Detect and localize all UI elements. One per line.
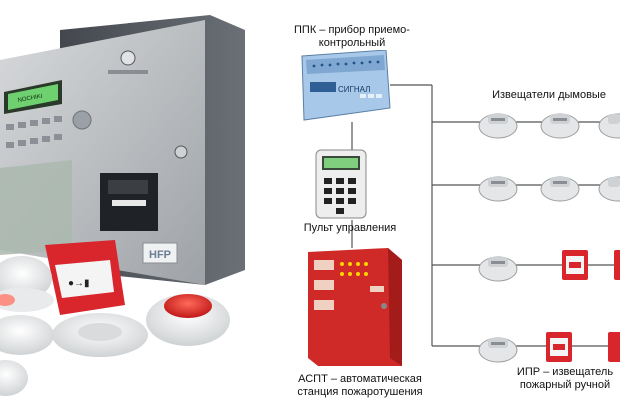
manual-call-point <box>562 250 588 280</box>
smoke-detector-photo <box>0 360 28 396</box>
ppk-label-line2: контрольный <box>318 37 386 49</box>
panel-keypad <box>6 116 62 148</box>
ipr-label-line2: пожарный ручной <box>519 379 611 391</box>
panel-window <box>0 160 72 255</box>
smoke-detector <box>540 113 580 139</box>
ipr-label-line1: ИПР – извещатель <box>516 366 614 378</box>
aspt-device <box>308 248 402 366</box>
aspt-label: АСПТ – автоматическая станция пожаротуше… <box>285 373 435 399</box>
smoke-detector <box>598 176 620 202</box>
manual-call-point <box>614 250 620 280</box>
ppk-brand: СИГНАЛ <box>338 85 370 94</box>
key-switch <box>120 50 136 66</box>
smoke-detector <box>598 113 620 139</box>
lock-icon <box>174 145 188 159</box>
smoke-detector <box>478 337 518 363</box>
smoke-detector <box>478 176 518 202</box>
product-photo: NOCHIKI HFP ●→▮ <box>0 15 245 396</box>
manual-call-point <box>608 332 620 362</box>
lcd-brand: NOCHIKI <box>17 94 43 104</box>
ppk-label: ППК – прибор приемо- контрольный <box>282 24 422 50</box>
control-panel-device <box>315 149 367 219</box>
control-panel-label: Пульт управления <box>303 222 397 234</box>
panel-brand: HFP <box>149 249 171 261</box>
ppk-label-line1: ППК – прибор приемо- <box>294 24 410 36</box>
smoke-detectors-label: Извещатели дымовые <box>492 89 606 101</box>
smoke-detector <box>478 256 518 282</box>
aspt-label-line1: АСПТ – автоматическая <box>298 373 422 385</box>
smoke-detector <box>540 176 580 202</box>
ppk-device: СИГНАЛ <box>301 50 391 121</box>
manual-call-point <box>546 332 572 362</box>
aspt-label-line2: станция пожаротушения <box>297 386 423 398</box>
svg-text:●→▮: ●→▮ <box>68 278 90 289</box>
ipr-label: ИПР – извещатель пожарный ручной <box>510 366 620 392</box>
smoke-detector-photo <box>0 315 54 355</box>
smoke-detector <box>478 113 518 139</box>
